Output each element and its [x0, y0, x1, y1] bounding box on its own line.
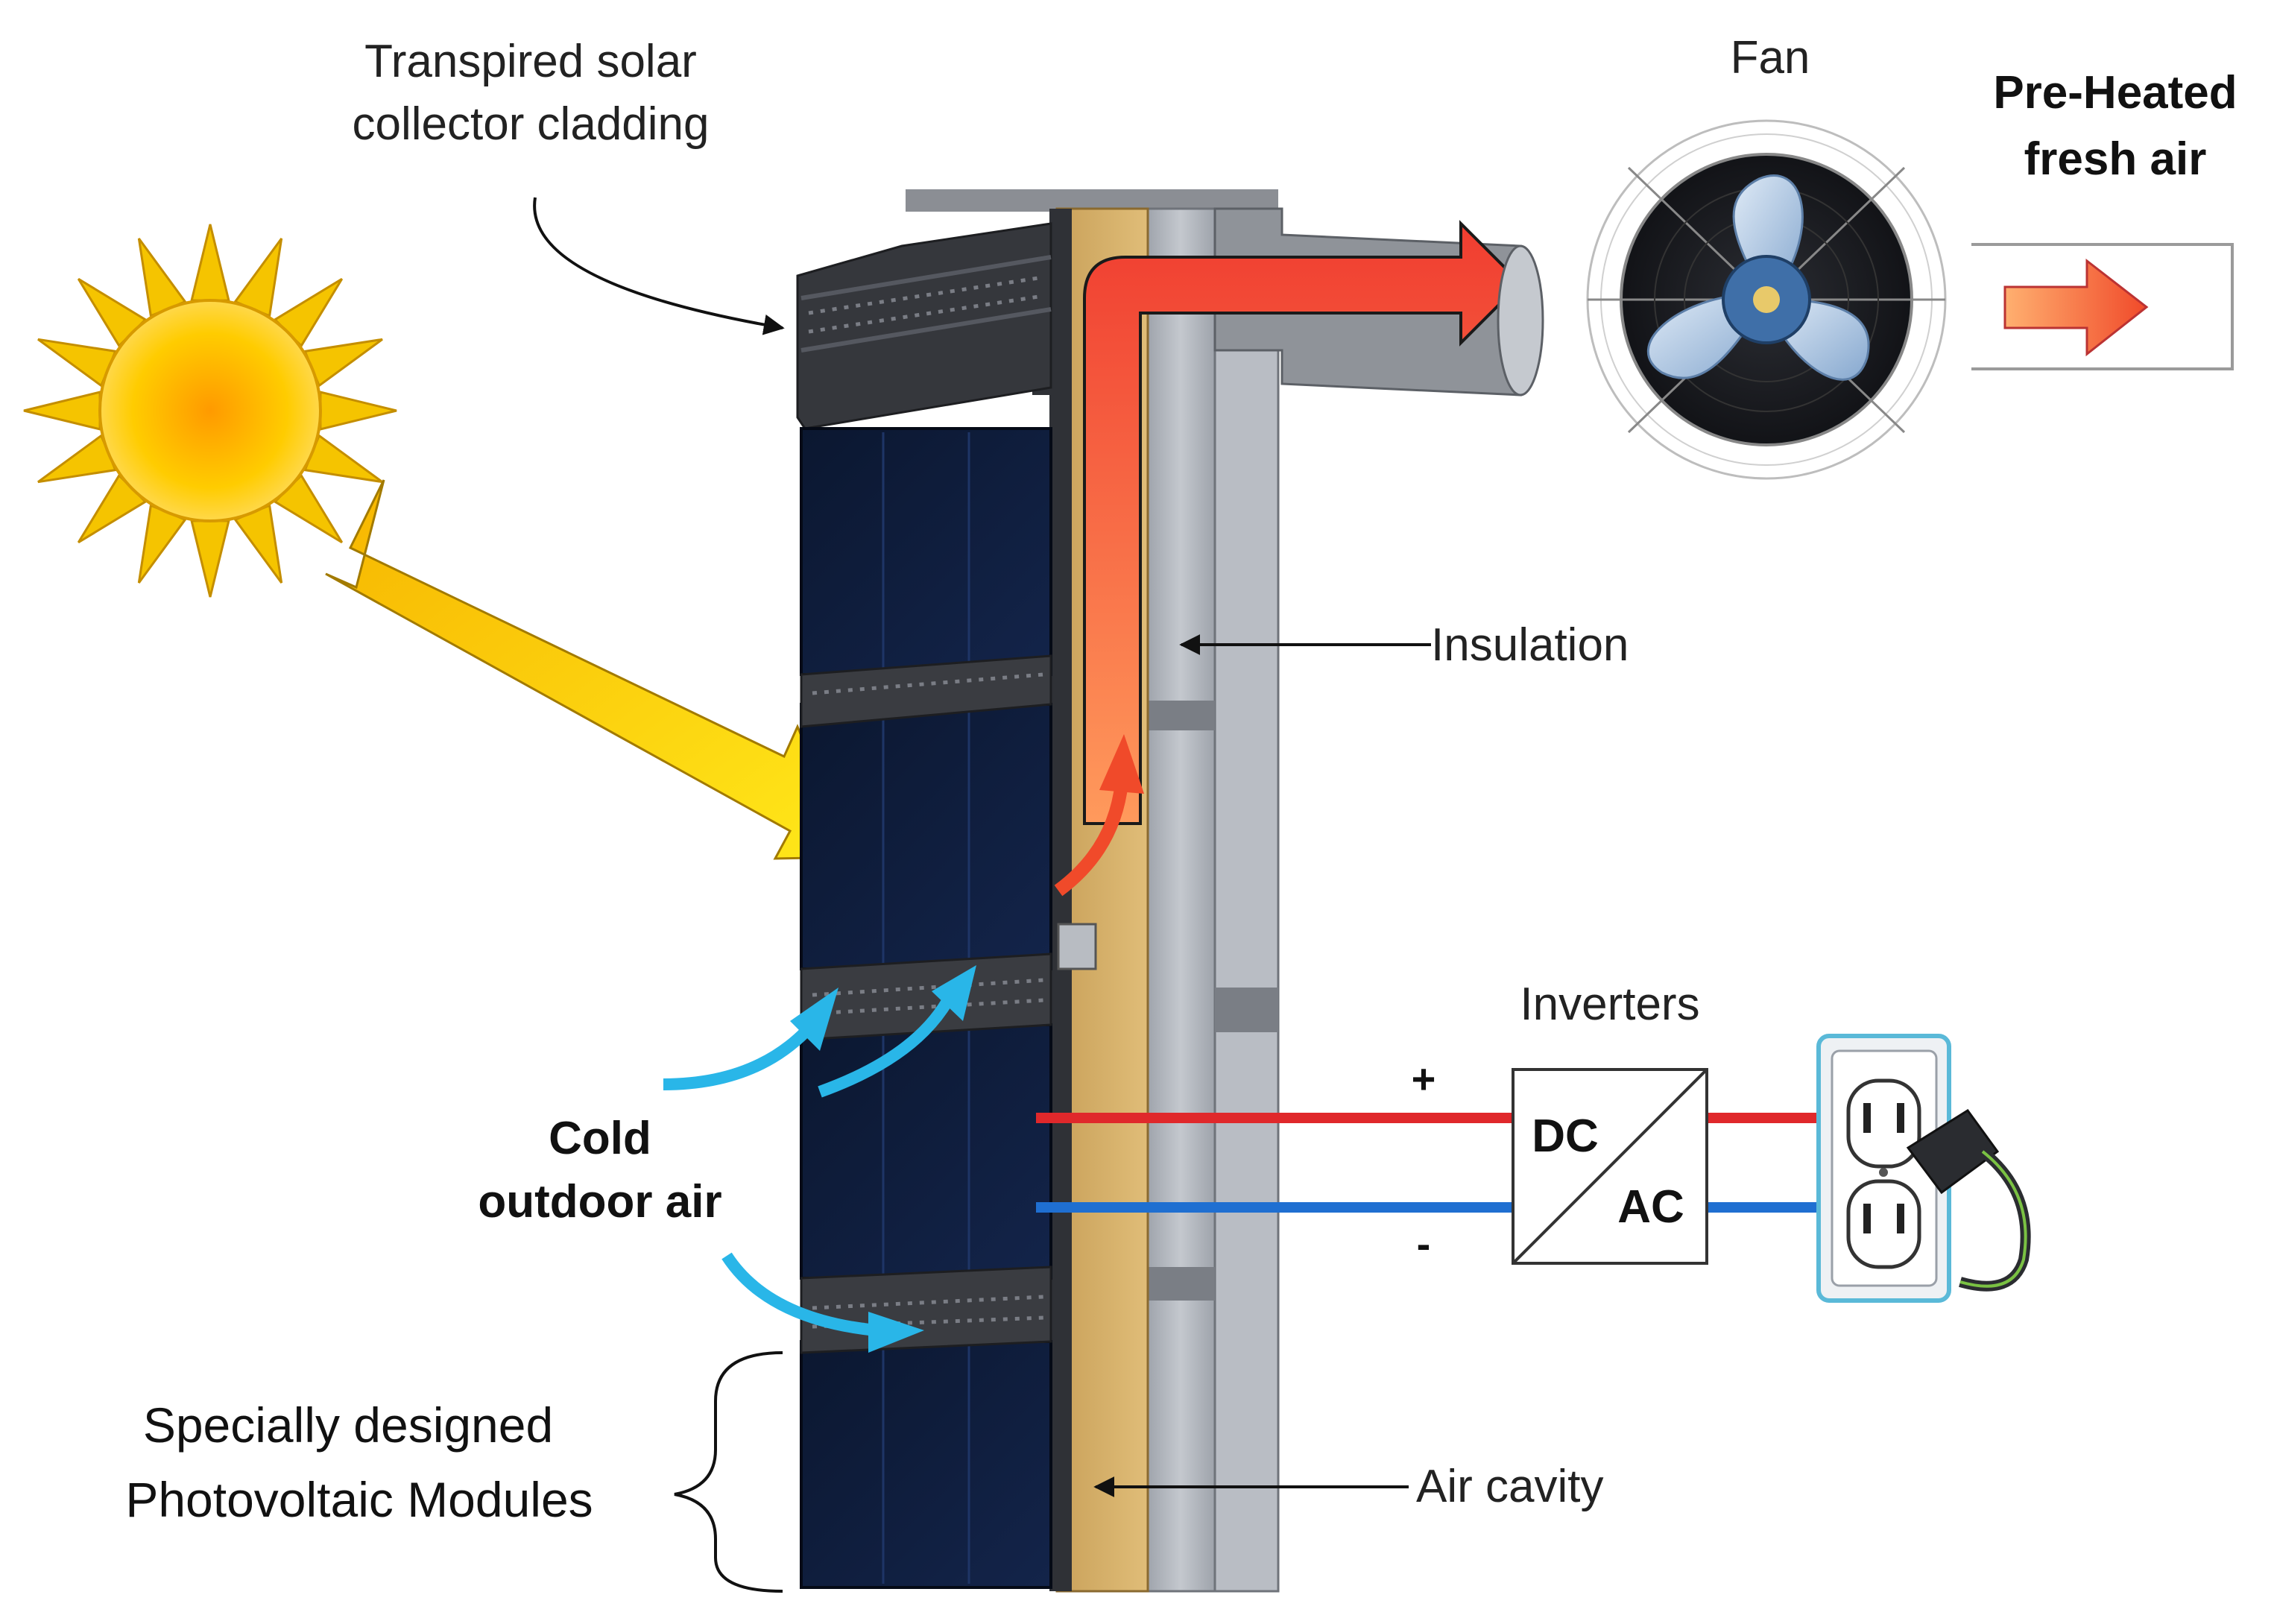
cold-air-arrows: [663, 999, 952, 1336]
fan-label: Fan: [1731, 32, 1810, 83]
cold-air-label-line-1: Cold: [549, 1113, 651, 1164]
insulation-label: Insulation: [1431, 619, 1629, 671]
pv-modules-brace: [674, 1351, 783, 1593]
inverter-box: [1512, 1068, 1708, 1265]
preheated-label-line-2: fresh air: [2024, 133, 2207, 185]
cold-air-arrowheads: [790, 965, 976, 1353]
positive-terminal-label: +: [1412, 1055, 1436, 1102]
pointer-lines: [533, 197, 1431, 1497]
air-cavity-label: Air cavity: [1416, 1461, 1603, 1512]
sun-ray: [23, 391, 101, 431]
preheated-label-line-1: Pre-Heated: [1993, 67, 2237, 119]
negative-terminal-label: -: [1417, 1220, 1431, 1267]
dc-label: DC: [1532, 1110, 1599, 1162]
sun-ray: [190, 224, 230, 302]
wall-section: [796, 189, 1522, 1593]
cold-air-label-line-2: outdoor air: [478, 1176, 721, 1228]
sunbeam-arrow: [325, 479, 856, 860]
ac-label: AC: [1617, 1181, 1684, 1233]
insulation-layer: [1145, 207, 1216, 1593]
hot-air-flow: [1054, 220, 1523, 897]
sun-ray: [190, 519, 230, 598]
cladding-label-line-1: Transpired solar: [364, 36, 697, 87]
sun-icon: [23, 224, 397, 598]
inverters-label: Inverters: [1520, 979, 1699, 1030]
cladding-label-line-2: collector cladding: [352, 98, 709, 150]
power-outlet-icon: [1816, 1034, 2031, 1303]
pv-modules-label-line-2: Photovoltaic Modules: [125, 1472, 593, 1527]
sun-ray: [319, 391, 397, 431]
pv-modules-label-line-1: Specially designed: [143, 1397, 553, 1453]
dc-wiring: [1036, 1113, 1819, 1213]
preheated-air-outlet: [1971, 243, 2234, 370]
fan-icon: [1586, 119, 1947, 480]
